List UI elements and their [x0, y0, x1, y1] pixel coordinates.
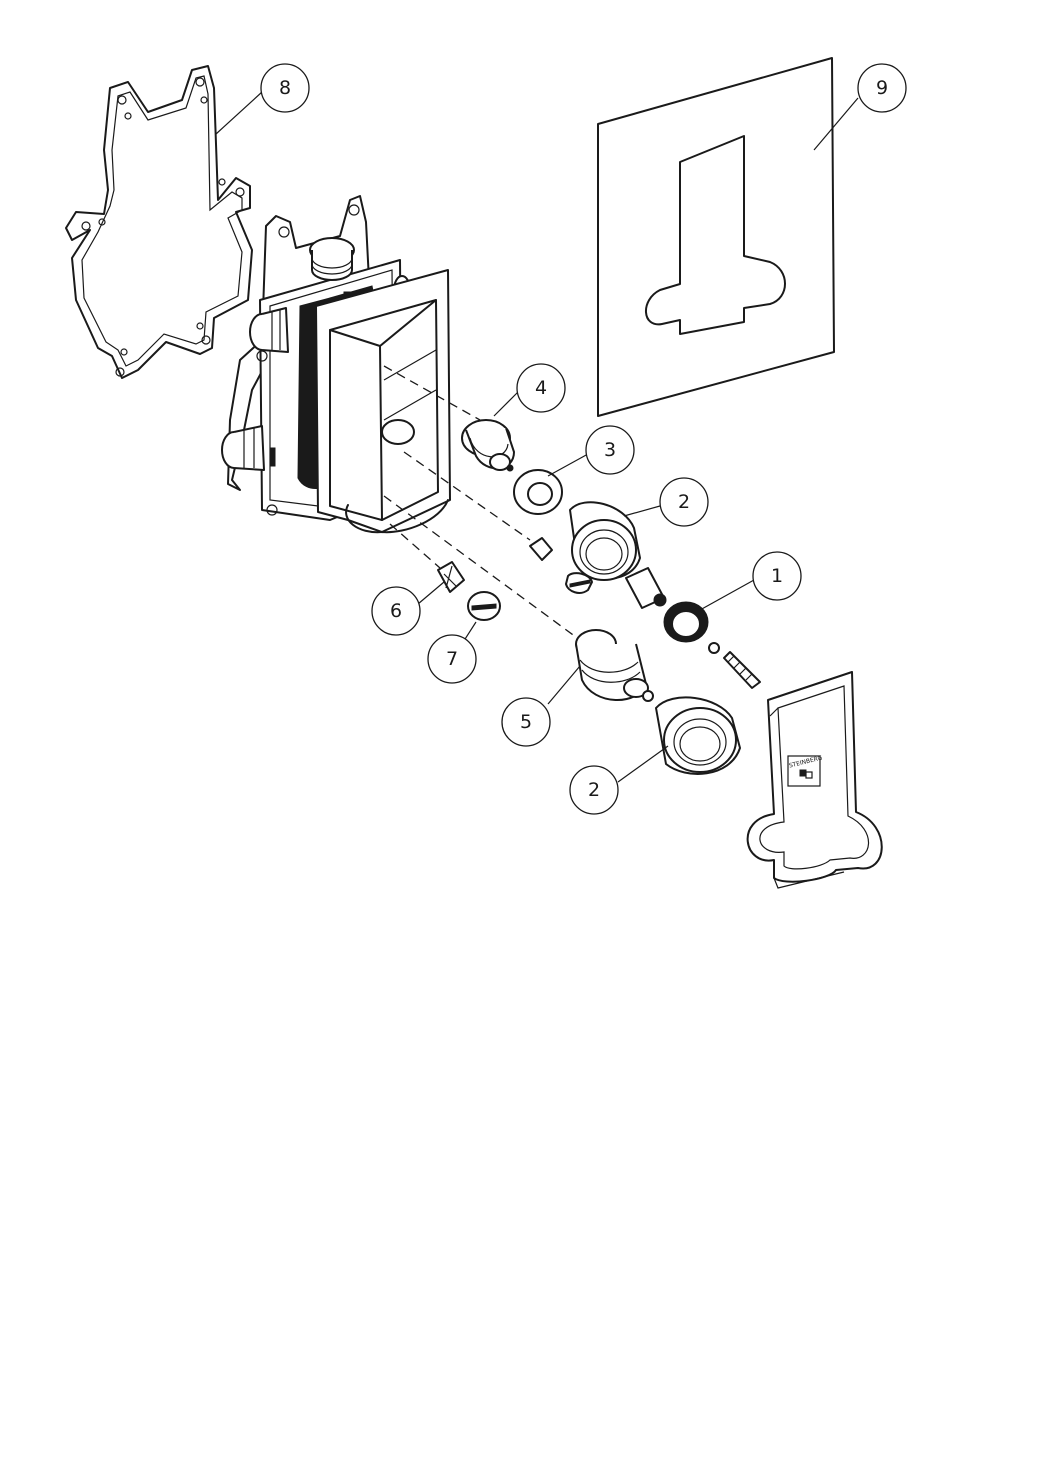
callout-2-upper-label: 2	[678, 491, 690, 513]
callout-2-upper: 2	[659, 477, 709, 527]
callout-6-label: 6	[390, 600, 402, 622]
plate-brand-text: STEINBERG	[788, 754, 823, 769]
part-2-upper-sleeve	[569, 501, 641, 581]
callout-3-label: 3	[604, 439, 616, 461]
callout-7: 7	[427, 634, 477, 684]
callout-3: 3	[585, 425, 635, 475]
callout-8-label: 8	[279, 77, 291, 99]
callout-8: 8	[260, 63, 310, 113]
callout-4: 4	[516, 363, 566, 413]
spindle-extension	[529, 537, 593, 594]
part-6-clip	[437, 561, 465, 593]
callout-5-label: 5	[520, 711, 532, 733]
cover-plate-frame: STEINBERG	[746, 671, 883, 889]
part-8-mounting-plate	[65, 65, 253, 379]
callout-4-label: 4	[535, 377, 547, 399]
callout-6: 6	[371, 586, 421, 636]
callout-9-label: 9	[876, 77, 888, 99]
callout-5: 5	[501, 697, 551, 747]
callout-1: 1	[752, 551, 802, 601]
part-7-plug	[467, 591, 501, 621]
callout-9: 9	[857, 63, 907, 113]
part-3-ring	[513, 469, 563, 515]
part-2-lower-sleeve	[655, 696, 741, 775]
axis-lines	[383, 365, 581, 641]
part-1-handle-assembly	[625, 567, 761, 689]
callout-7-label: 7	[446, 648, 458, 670]
part-4-cartridge	[461, 419, 515, 472]
part-5-cartridge	[575, 629, 654, 702]
callout-2-lower-label: 2	[588, 779, 600, 801]
callout-1-label: 1	[771, 565, 783, 587]
part-9-protective-film	[597, 57, 835, 417]
mounting-box	[315, 269, 451, 534]
callout-2-lower: 2	[569, 765, 619, 815]
